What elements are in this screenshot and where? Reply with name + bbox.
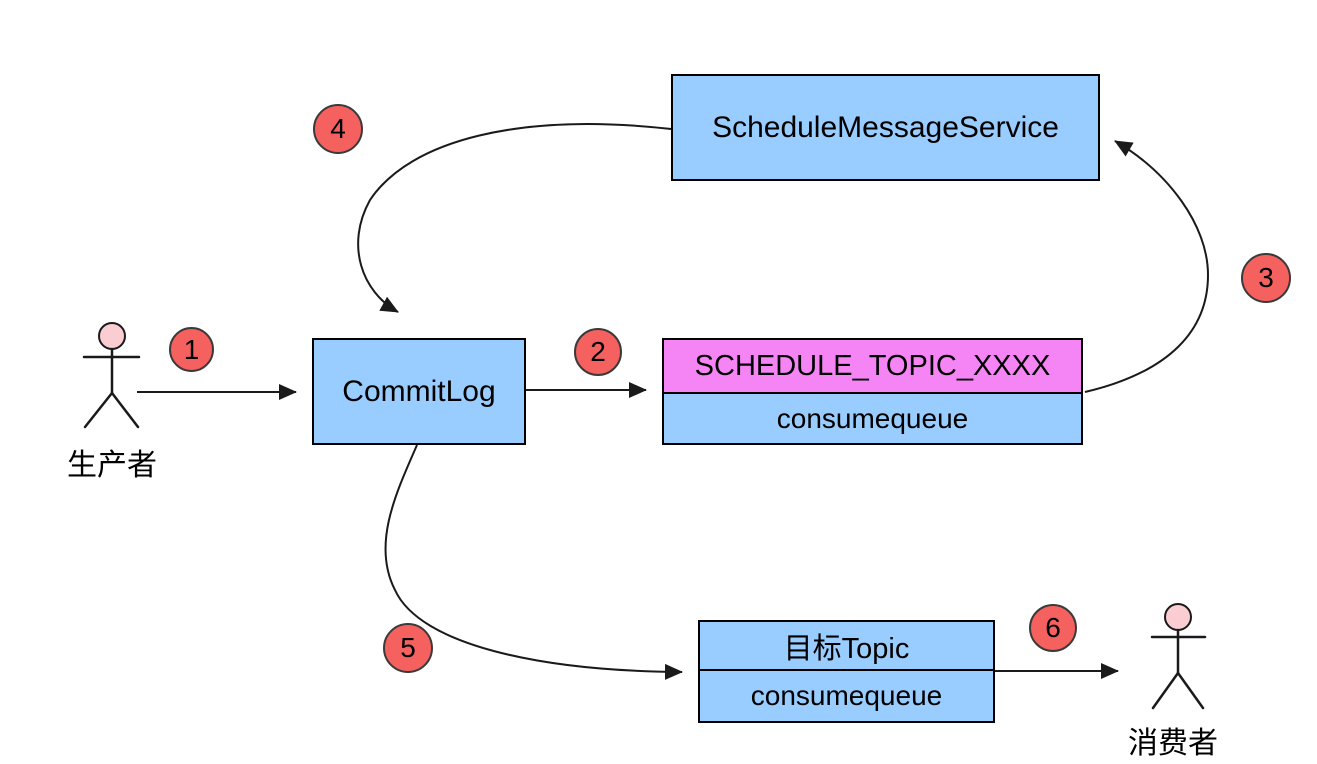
step-2-number: 2 xyxy=(590,336,606,367)
schedule-topic-title-cell: SCHEDULE_TOPIC_XXXX xyxy=(664,340,1081,394)
step-badge-1: 1 xyxy=(169,327,214,372)
schedule-message-service-node: ScheduleMessageService xyxy=(671,74,1100,181)
producer-label: 生产者 xyxy=(67,449,157,482)
target-topic-queue-label: consumequeue xyxy=(750,680,943,711)
schedule-topic-node: SCHEDULE_TOPIC_XXXX consumequeue xyxy=(662,338,1083,445)
target-topic-title: 目标Topic xyxy=(783,632,910,665)
step-1-number: 1 xyxy=(183,333,200,365)
step-badge-3: 3 xyxy=(1241,253,1291,303)
schedule-topic-queue-label: consumequeue xyxy=(776,402,969,434)
commitlog-label: CommitLog xyxy=(342,374,496,408)
step-6-number: 6 xyxy=(1045,612,1061,643)
schedule-topic-title: SCHEDULE_TOPIC_XXXX xyxy=(694,349,1051,382)
consumer-actor-icon xyxy=(1150,603,1207,710)
schedule-topic-queue-cell: consumequeue xyxy=(664,394,1081,443)
schedule-message-service-label: ScheduleMessageService xyxy=(712,110,1059,144)
step-badge-4: 4 xyxy=(313,104,363,154)
commitlog-node: CommitLog xyxy=(312,338,526,445)
step-3-number: 3 xyxy=(1258,262,1274,293)
arrow-5-commitlog-to-target-topic xyxy=(384,444,683,680)
target-topic-node: 目标Topic consumequeue xyxy=(698,620,995,723)
step-badge-6: 6 xyxy=(1029,604,1077,652)
consumer-label: 消费者 xyxy=(1128,727,1218,760)
step-4-number: 4 xyxy=(330,113,346,144)
arrow-4-service-to-commitlog xyxy=(357,123,672,313)
target-topic-title-cell: 目标Topic xyxy=(700,622,993,671)
target-topic-queue-cell: consumequeue xyxy=(700,671,993,721)
step-badge-5: 5 xyxy=(383,623,433,673)
step-5-number: 5 xyxy=(400,632,416,663)
step-badge-2: 2 xyxy=(574,328,622,376)
arrow-3-schedule-topic-to-service xyxy=(1084,140,1210,393)
producer-actor-icon xyxy=(82,322,141,429)
